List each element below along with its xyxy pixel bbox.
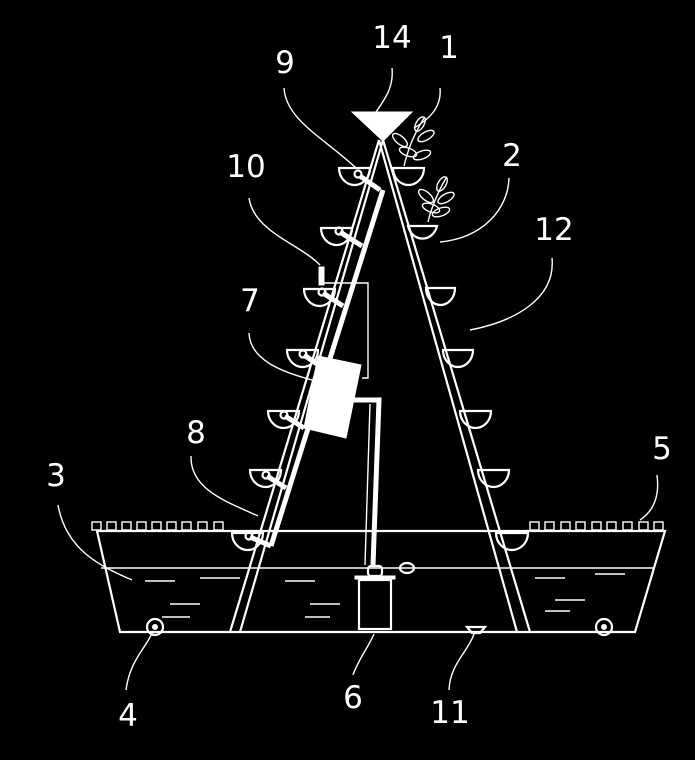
leader-lines: [57, 67, 659, 691]
leader-7: [248, 332, 313, 381]
float-valve: [398, 561, 416, 575]
label-4: 4: [118, 698, 138, 734]
tower-frame: [228, 139, 532, 633]
planting-cups-right: [391, 166, 530, 552]
wheel-right: [594, 617, 614, 637]
pipe-inner: [364, 403, 371, 566]
nozzles: [244, 169, 363, 541]
leader-5: [639, 474, 659, 521]
planting-holes-left: [91, 521, 224, 531]
leader-4: [125, 632, 153, 691]
branch-pipes: [249, 173, 382, 549]
drain-valve: [464, 625, 488, 635]
water-ripples: [145, 573, 625, 618]
leader-9: [283, 87, 357, 169]
plant-second: [417, 176, 455, 223]
top-funnel: [350, 111, 414, 142]
water-tank: [95, 529, 667, 634]
leader-3: [57, 504, 133, 581]
label-3: 3: [46, 458, 66, 494]
leader-1: [413, 87, 441, 129]
label-6: 6: [343, 680, 363, 716]
rising-pipe: [353, 397, 382, 566]
leader-11: [448, 633, 475, 691]
label-10: 10: [226, 149, 265, 185]
label-9: 9: [275, 45, 295, 81]
leader-10: [248, 197, 321, 266]
planting-holes-right: [529, 521, 664, 531]
label-1: 1: [439, 30, 459, 66]
label-12: 12: [534, 212, 573, 248]
label-14: 14: [372, 20, 411, 56]
control-box: [303, 355, 362, 439]
leader-6: [352, 633, 375, 676]
water-pump: [354, 564, 396, 631]
label-2: 2: [502, 138, 522, 174]
leader-14: [375, 67, 393, 113]
wheel-left: [145, 617, 165, 637]
leader-12: [469, 257, 553, 331]
planting-cups-left: [230, 166, 372, 552]
label-5: 5: [652, 431, 672, 467]
label-8: 8: [186, 415, 206, 451]
label-11: 11: [430, 695, 469, 731]
label-7: 7: [240, 283, 260, 319]
leader-8: [190, 455, 259, 517]
reference-numbers: 1 2 3 4 5 6 7 8 9 10 11 12 14: [46, 20, 672, 734]
leader-2: [439, 177, 510, 243]
sensor: [318, 266, 369, 379]
